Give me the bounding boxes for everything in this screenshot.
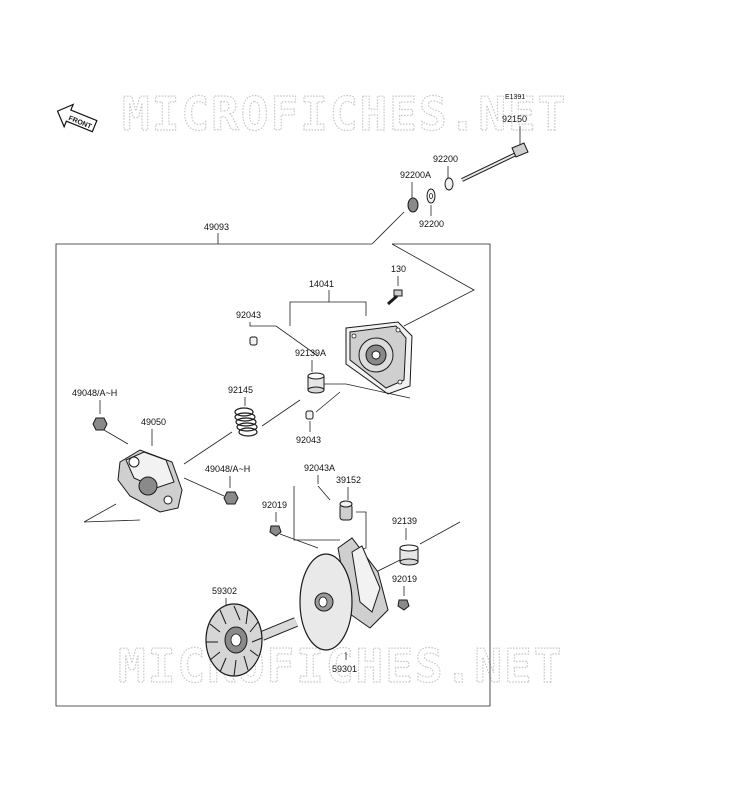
nut-49048-right bbox=[223, 491, 239, 505]
part-label-92200-top: 92200 bbox=[433, 154, 458, 164]
part-label-92019-right: 92019 bbox=[392, 574, 417, 584]
part-label-39152: 39152 bbox=[336, 475, 361, 485]
part-label-92200-bottom: 92200 bbox=[419, 219, 444, 229]
pin-92043-top bbox=[249, 336, 258, 346]
part-label-49048-right: 49048/A~H bbox=[205, 464, 250, 474]
part-label-92139a: 92139A bbox=[295, 348, 326, 358]
fixed-sheave-59302 bbox=[205, 603, 298, 677]
part-label-92019-left: 92019 bbox=[262, 500, 287, 510]
pin-92043a bbox=[317, 485, 331, 501]
bolt-92150 bbox=[461, 142, 529, 182]
diagram-code: E1391 bbox=[505, 94, 525, 101]
front-arrow-icon: FRONT bbox=[56, 103, 98, 133]
bushing-92139 bbox=[399, 544, 419, 566]
bolt-92019-left bbox=[269, 525, 282, 537]
assembly-frame bbox=[55, 243, 491, 707]
cover-plate-14041 bbox=[345, 321, 413, 395]
weight-arm-49050 bbox=[117, 449, 183, 513]
pin-92043-mid bbox=[305, 410, 314, 420]
watermark-top: MICROFICHES.NET bbox=[122, 87, 567, 141]
bolt-92019-right bbox=[397, 599, 410, 611]
part-label-49048-left: 49048/A~H bbox=[72, 388, 117, 398]
roller-39152 bbox=[339, 500, 353, 521]
spring-92145 bbox=[234, 407, 258, 437]
bushing-92139a bbox=[307, 372, 325, 394]
part-label-92150: 92150 bbox=[502, 114, 527, 124]
part-label-92043-top: 92043 bbox=[236, 310, 261, 320]
part-label-92200a: 92200A bbox=[400, 170, 431, 180]
part-label-92043a: 92043A bbox=[304, 463, 335, 473]
part-label-92145: 92145 bbox=[228, 385, 253, 395]
movable-sheave-59301 bbox=[299, 537, 389, 651]
nut-92200a bbox=[407, 197, 419, 213]
watermark-bottom: MICROFICHES.NET bbox=[118, 639, 563, 693]
washer-92200-a bbox=[444, 177, 454, 191]
part-label-59302: 59302 bbox=[212, 586, 237, 596]
part-label-49093: 49093 bbox=[204, 222, 229, 232]
part-label-49050: 49050 bbox=[141, 417, 166, 427]
part-label-59301: 59301 bbox=[332, 664, 357, 674]
bolt-130 bbox=[387, 289, 403, 306]
part-label-92139: 92139 bbox=[392, 516, 417, 526]
part-label-130: 130 bbox=[391, 264, 406, 274]
part-label-14041: 14041 bbox=[309, 279, 334, 289]
part-label-92043-mid: 92043 bbox=[296, 435, 321, 445]
nut-49048-left bbox=[92, 417, 108, 431]
